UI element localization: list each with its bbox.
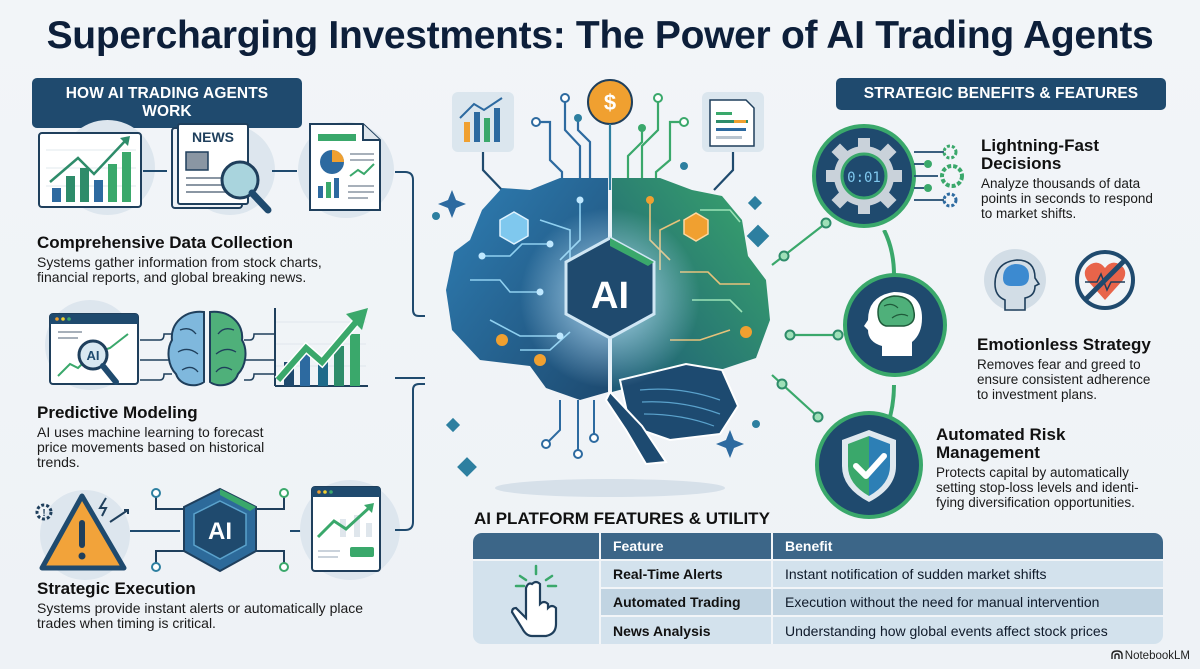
step-description: AI uses machine learning to forecast pri… xyxy=(37,424,265,470)
trade-browser-icon xyxy=(310,485,382,573)
connector-line xyxy=(272,170,297,172)
benefit-description: Protects capital by automatically settin… xyxy=(936,465,1139,510)
feature-benefit: Instant notification of sudden market sh… xyxy=(772,559,1163,588)
pointer-click-icon xyxy=(473,559,601,644)
svg-text:0:01: 0:01 xyxy=(847,170,881,186)
spreadsheet-icon xyxy=(709,99,755,147)
bracket-connector xyxy=(395,170,425,540)
financial-report-icon xyxy=(308,122,383,212)
bar-chart-growth-icon xyxy=(38,130,143,210)
step-title: Predictive Modeling xyxy=(37,403,198,422)
head-brain-profile-icon xyxy=(983,248,1047,312)
table-header-row: Feature Benefit xyxy=(473,533,1163,560)
step-title: Strategic Execution xyxy=(37,579,196,598)
feature-name: News Analysis xyxy=(600,615,773,644)
benefit-lightning-fast: Lightning-Fast Decisions Analyze thousan… xyxy=(981,136,1181,222)
step-description: Systems gather information from stock ch… xyxy=(37,254,322,285)
benefit-risk-management: Automated Risk Management Protects capit… xyxy=(936,425,1166,511)
no-heart-icon xyxy=(1073,248,1137,312)
connector-line xyxy=(143,170,167,172)
step-title: Comprehensive Data Collection xyxy=(37,233,294,252)
table-row: Automated Trading Execution without the … xyxy=(473,587,1163,616)
svg-text:NEWS: NEWS xyxy=(192,129,234,145)
rising-chart-arrow-icon xyxy=(272,298,370,390)
step-data-collection: Comprehensive Data Collection Systems ga… xyxy=(37,233,417,285)
shield-check-icon xyxy=(814,410,924,520)
table-header-icon-col xyxy=(473,533,601,560)
benefit-description: Analyze thousands of data points in seco… xyxy=(981,176,1153,221)
svg-text:AI: AI xyxy=(208,518,232,545)
notebooklm-logo-icon xyxy=(1111,650,1123,663)
svg-text:!: ! xyxy=(42,508,45,519)
bar-chart-icon xyxy=(459,97,503,142)
step-strategic-execution: Strategic Execution Systems provide inst… xyxy=(37,579,417,631)
ai-hexagon-chip-icon: AI xyxy=(150,485,290,575)
gears-cluster-icon xyxy=(914,138,972,214)
split-brain-icon xyxy=(140,300,275,390)
benefit-title: Lightning-Fast Decisions xyxy=(981,136,1100,173)
svg-text:AI: AI xyxy=(87,348,100,363)
svg-text:$: $ xyxy=(604,90,616,115)
dollar-coin-icon: $ xyxy=(587,79,633,125)
step-description: Systems provide instant alerts or automa… xyxy=(37,600,364,631)
warning-triangle-icon: ! xyxy=(34,488,134,578)
benefit-title: Automated Risk Management xyxy=(936,425,1066,462)
connector-line xyxy=(130,530,180,532)
table-header-feature: Feature xyxy=(600,533,773,560)
table-row: News Analysis Understanding how global e… xyxy=(473,615,1163,644)
gear-timer-icon: 0:01 xyxy=(812,124,917,229)
section-header-how-it-works: HOW AI TRADING AGENTS WORK xyxy=(32,78,302,128)
table-title: AI PLATFORM FEATURES & UTILITY xyxy=(474,509,770,528)
benefit-description: Removes fear and greed to ensure consist… xyxy=(977,357,1151,402)
step-predictive-modeling: Predictive Modeling AI uses machine lear… xyxy=(37,403,417,470)
section-header-benefits: STRATEGIC BENEFITS & FEATURES xyxy=(836,78,1166,110)
table-header-benefit: Benefit xyxy=(772,533,1163,560)
page-title: Supercharging Investments: The Power of … xyxy=(46,14,1154,57)
circuit-brain-icon: $ xyxy=(430,70,790,510)
benefit-connectors xyxy=(770,215,850,435)
feature-benefit: Understanding how global events affect s… xyxy=(772,615,1163,644)
benefit-title: Emotionless Strategy xyxy=(977,335,1151,354)
feature-benefit: Execution without the need for manual in… xyxy=(772,587,1163,616)
brand-label: NotebookLM xyxy=(1124,650,1190,662)
features-table: Feature Benefit Real-Time Alerts Instant… xyxy=(473,533,1163,644)
newspaper-magnifier-icon: NEWS xyxy=(170,122,285,217)
notebooklm-brand: NotebookLM xyxy=(1111,650,1190,663)
feature-name: Automated Trading xyxy=(600,587,773,616)
head-brain-icon xyxy=(842,272,948,378)
svg-text:AI: AI xyxy=(591,275,629,317)
feature-name: Real-Time Alerts xyxy=(600,559,773,588)
table-row: Real-Time Alerts Instant notification of… xyxy=(473,559,1163,644)
benefit-emotionless: Emotionless Strategy Removes fear and gr… xyxy=(977,335,1187,403)
ai-magnifier-browser-icon: AI xyxy=(48,310,143,400)
